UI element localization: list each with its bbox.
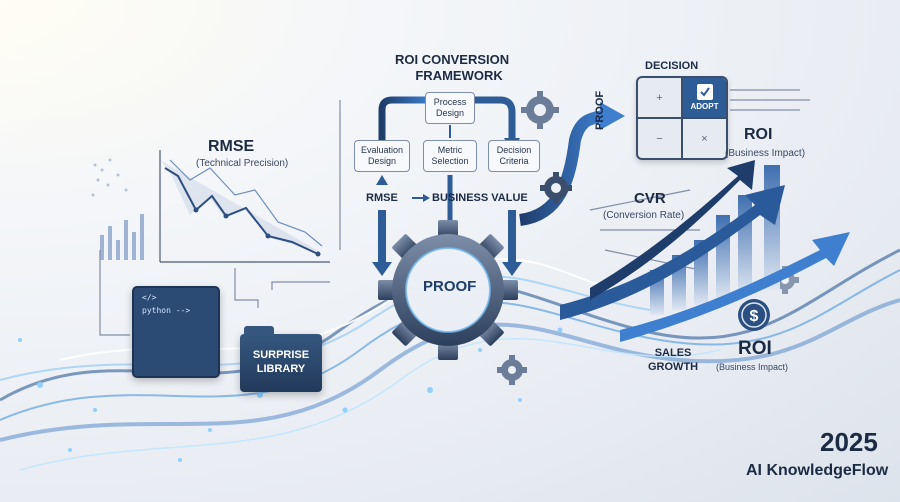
decision-adopt-cell: ADOPT — [683, 78, 726, 117]
surprise-library-label: SURPRISE LIBRARY — [240, 348, 322, 376]
roi-top-title: ROI — [744, 126, 773, 143]
cvr-title: CVR — [634, 190, 666, 207]
sales-line2: GROWTH — [648, 361, 699, 373]
decision-cross-cell: × — [701, 132, 708, 145]
decision-criteria-box: Decision Criteria — [488, 140, 540, 172]
python-code-panel: </> python --> — [132, 286, 220, 378]
sales-line1: SALES — [654, 347, 692, 359]
central-gear-icon — [378, 220, 518, 360]
framework-title-line2: FRAMEWORK — [415, 68, 503, 83]
folder-icon: SURPRISE LIBRARY — [240, 326, 322, 392]
checkmark-icon — [696, 84, 713, 100]
gear-icon — [521, 91, 559, 129]
decision-minus-cell: − — [656, 132, 663, 145]
roi-bottom-subtitle: (Business Impact) — [716, 362, 789, 372]
roi-top-subtitle: (Business Impact) — [725, 148, 806, 159]
decision-plus-cell: + — [656, 91, 663, 104]
cvr-subtitle: (Conversion Rate) — [603, 210, 685, 221]
proof-center-label: PROOF — [423, 278, 477, 295]
proof-vertical-label: PROOF — [594, 90, 606, 130]
light-glow — [0, 0, 260, 260]
rmse-title: RMSE — [208, 138, 255, 155]
framework-title-line1: ROI CONVERSION — [395, 52, 510, 67]
svg-text:$: $ — [750, 308, 759, 325]
dollar-coin-icon: $ — [738, 299, 770, 331]
surprise-line1: SURPRISE — [252, 349, 310, 361]
footer-brand: AI KnowledgeFlow — [746, 462, 889, 479]
gear-icon — [540, 172, 572, 204]
surprise-line2: LIBRARY — [256, 363, 306, 375]
gear-icon — [497, 355, 527, 385]
sales-growth-label: SALES GROWTH — [648, 346, 698, 374]
process-design-box: Process Design — [425, 92, 475, 124]
business-value-label: BUSINESS VALUE — [432, 192, 528, 204]
rmse-flow-label: RMSE — [366, 192, 398, 204]
roi-bottom-title: ROI — [738, 338, 772, 359]
python-code-text: python --> — [142, 306, 191, 315]
proof-arrow — [518, 102, 625, 226]
footer-year: 2025 — [820, 427, 878, 457]
rmse-line-chart — [91, 150, 330, 263]
code-tag-text: </> — [142, 293, 157, 302]
framework-title: ROI CONVERSION FRAMEWORK — [395, 52, 509, 84]
evaluation-design-box: Evaluation Design — [354, 140, 410, 172]
small-bar-chart-icon — [100, 214, 144, 260]
decision-adopt-label: ADOPT — [690, 102, 719, 111]
decision-matrix: + ADOPT − × — [636, 76, 728, 160]
rmse-subtitle: (Technical Precision) — [196, 158, 289, 169]
connector-lines — [99, 89, 810, 336]
roi-bar-chart — [560, 160, 850, 342]
metric-selection-box: Metric Selection — [423, 140, 477, 172]
decision-title: DECISION — [645, 60, 699, 72]
